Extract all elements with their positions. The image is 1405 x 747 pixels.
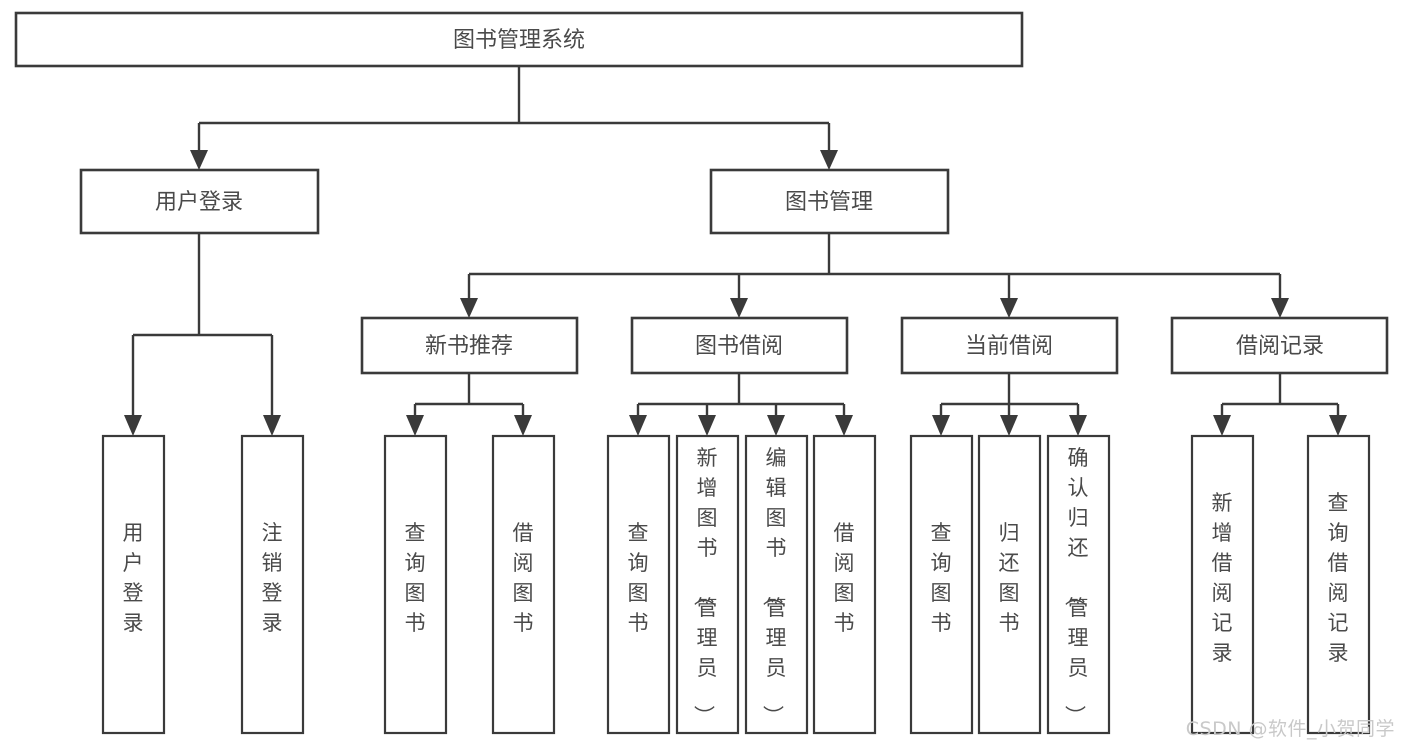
leaf-query-book-1-label: 查询图书 — [405, 521, 426, 635]
node-user-login[interactable]: 用户登录 — [79, 168, 320, 235]
node-current-borrow-label: 当前借阅 — [965, 334, 1053, 359]
node-book-borrow[interactable]: 图书借阅 — [630, 316, 849, 375]
arrowhead-leaf-edit-book — [767, 415, 785, 436]
leaf-edit-book-box[interactable] — [744, 434, 809, 735]
arrowhead-leaf-user-login — [124, 415, 142, 436]
leaf-query-book-2-box[interactable] — [606, 434, 671, 735]
leaf-add-record-label: 新增借阅记录 — [1212, 491, 1233, 665]
leaf-add-book[interactable]: 新增图书（管理员） — [675, 434, 740, 735]
arrowhead-leaf-query-book-3 — [932, 415, 950, 436]
arrowhead-new-book-recommend — [460, 298, 478, 318]
node-user-login-box[interactable] — [79, 168, 320, 235]
leaf-borrow-book-2[interactable]: 借阅图书 — [812, 434, 877, 735]
node-book-borrow-label: 图书借阅 — [695, 334, 783, 359]
node-borrow-record-box[interactable] — [1170, 316, 1389, 375]
arrowhead-leaf-query-book-2 — [629, 415, 647, 436]
leaf-return-book-box[interactable] — [977, 434, 1042, 735]
arrowhead-leaf-query-record — [1329, 415, 1347, 436]
arrowhead-leaf-borrow-book-2 — [835, 415, 853, 436]
leaf-confirm-return-label: 确认归还（管理员） — [1063, 446, 1089, 726]
leaf-query-book-3-label: 查询图书 — [931, 521, 952, 635]
leaf-query-book-2[interactable]: 查询图书 — [606, 434, 671, 735]
leaf-user-logout[interactable]: 注销登录 — [240, 434, 305, 735]
leaf-user-login-label: 用户登录 — [123, 521, 144, 635]
arrowhead-user-login — [190, 150, 208, 170]
leaf-query-record-label: 查询借阅记录 — [1328, 491, 1349, 665]
node-user-login-label: 用户登录 — [155, 190, 243, 215]
node-book-management[interactable]: 图书管理 — [709, 168, 950, 235]
leaf-borrow-book-1-box[interactable] — [491, 434, 556, 735]
leaf-add-record[interactable]: 新增借阅记录 — [1190, 434, 1255, 735]
node-book-management-label: 图书管理 — [785, 190, 873, 215]
leaf-return-book-label: 归还图书 — [999, 521, 1020, 635]
node-current-borrow-box[interactable] — [900, 316, 1119, 375]
leaf-add-book-label: 新增图书（管理员） — [692, 446, 718, 726]
leaf-edit-book-label: 编辑图书（管理员） — [761, 446, 787, 726]
node-borrow-record-label: 借阅记录 — [1236, 334, 1324, 359]
leaf-borrow-book-1-label: 借阅图书 — [513, 521, 534, 635]
node-borrow-record[interactable]: 借阅记录 — [1170, 316, 1389, 375]
leaf-query-record-box[interactable] — [1306, 434, 1371, 735]
arrowhead-borrow-record — [1271, 298, 1289, 318]
arrowhead-leaf-return-book — [1000, 415, 1018, 436]
leaf-borrow-book-1[interactable]: 借阅图书 — [491, 434, 556, 735]
leaf-user-logout-label: 注销登录 — [262, 521, 283, 635]
node-new-book-recommend[interactable]: 新书推荐 — [360, 316, 579, 375]
leaf-confirm-return[interactable]: 确认归还（管理员） — [1046, 434, 1111, 735]
node-root-box[interactable] — [14, 11, 1024, 68]
leaf-edit-book[interactable]: 编辑图书（管理员） — [744, 434, 809, 735]
arrowhead-leaf-add-book — [698, 415, 716, 436]
leaf-user-login[interactable]: 用户登录 — [101, 434, 166, 735]
node-book-management-box[interactable] — [709, 168, 950, 235]
arrowhead-book-borrow — [730, 298, 748, 318]
node-root[interactable]: 图书管理系统 — [14, 11, 1024, 68]
leaf-confirm-return-box[interactable] — [1046, 434, 1111, 735]
arrowhead-leaf-user-logout — [263, 415, 281, 436]
node-new-book-recommend-box[interactable] — [360, 316, 579, 375]
leaf-query-book-1[interactable]: 查询图书 — [383, 434, 448, 735]
arrowhead-book-management — [820, 150, 838, 170]
arrowhead-leaf-query-book-1 — [406, 415, 424, 436]
leaf-query-record[interactable]: 查询借阅记录 — [1306, 434, 1371, 735]
leaf-borrow-book-2-box[interactable] — [812, 434, 877, 735]
leaf-borrow-book-2-label: 借阅图书 — [834, 521, 855, 635]
leaf-query-book-3-box[interactable] — [909, 434, 974, 735]
leaf-user-login-box[interactable] — [101, 434, 166, 735]
arrowhead-current-borrow — [1000, 298, 1018, 318]
arrowhead-leaf-confirm-return — [1069, 415, 1087, 436]
leaf-query-book-1-box[interactable] — [383, 434, 448, 735]
leaf-add-record-box[interactable] — [1190, 434, 1255, 735]
leaf-add-book-box[interactable] — [675, 434, 740, 735]
leaf-user-logout-box[interactable] — [240, 434, 305, 735]
leaf-return-book[interactable]: 归还图书 — [977, 434, 1042, 735]
connector-layer — [124, 66, 1347, 436]
node-current-borrow[interactable]: 当前借阅 — [900, 316, 1119, 375]
arrowhead-leaf-borrow-book-1 — [514, 415, 532, 436]
node-book-borrow-box[interactable] — [630, 316, 849, 375]
leaf-query-book-2-label: 查询图书 — [628, 521, 649, 635]
arrowhead-leaf-add-record — [1213, 415, 1231, 436]
node-root-label: 图书管理系统 — [453, 28, 585, 53]
leaf-query-book-3[interactable]: 查询图书 — [909, 434, 974, 735]
node-new-book-recommend-label: 新书推荐 — [425, 334, 513, 359]
